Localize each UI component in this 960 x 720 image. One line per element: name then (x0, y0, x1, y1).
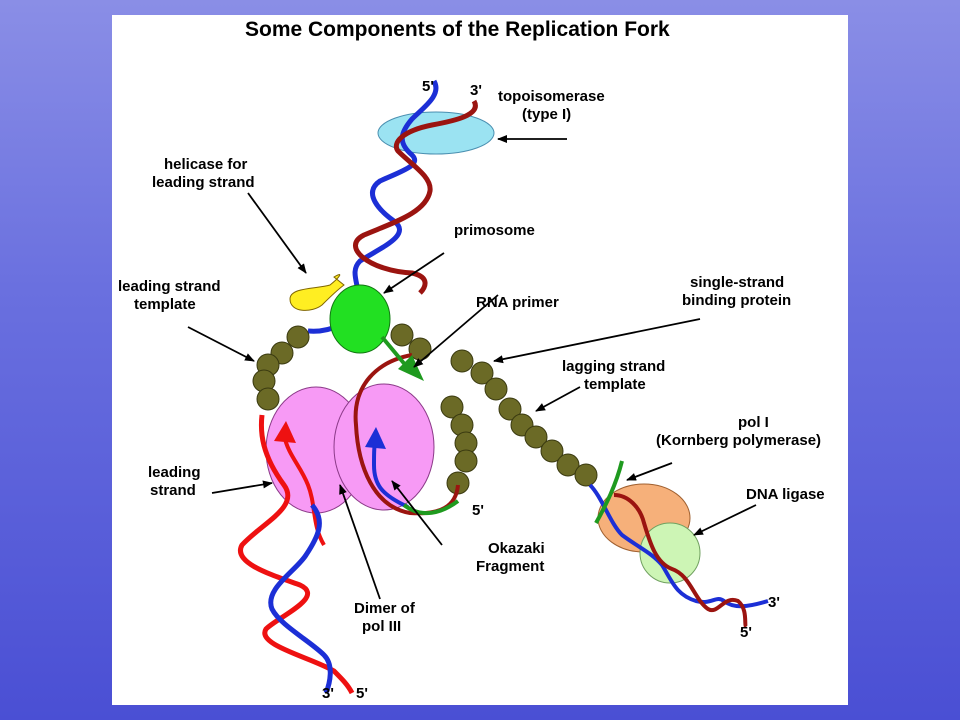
rna-primer-arrowhead (398, 355, 424, 381)
helicase-pointer (247, 192, 307, 274)
right-3-end: 3' (768, 594, 780, 611)
upper-red-strand (353, 99, 478, 295)
top-5-end: 5' (422, 78, 434, 95)
pointer-arrows (187, 135, 757, 600)
okazaki-primer (402, 499, 460, 516)
ssb-beads (390, 323, 598, 495)
pol1-primer-strand (594, 460, 624, 524)
top-3-end: 3' (470, 82, 482, 99)
ligase-label: DNA ligase (746, 486, 825, 503)
okazaki-5-end: 5' (472, 502, 484, 519)
bottom-5-end: 5' (356, 685, 368, 702)
ligase-ellipse (639, 522, 701, 584)
right-5-end: 5' (740, 624, 752, 641)
topoisomerase-label: topoisomerase (type I) (498, 88, 609, 123)
helicase-shape (289, 274, 345, 311)
primosome-label: primosome (454, 222, 535, 239)
replication-fork-diagram: Some Components of the Replication Fork (118, 18, 825, 702)
okazaki-pointer (391, 480, 443, 546)
bottom-3-end: 3' (322, 685, 334, 702)
leading-template-beads (252, 325, 310, 411)
ligase-pointer (693, 504, 757, 536)
right-red-strand (613, 493, 748, 629)
primosome-ellipse (329, 284, 391, 354)
helicase-label: helicase for leading strand (152, 156, 255, 191)
primosome-pointer (383, 252, 445, 294)
pol1-label: pol I (Kornberg polymerase) (656, 414, 821, 449)
lagging-template-label: lagging strand template (562, 358, 670, 393)
rna-primer-pointer (413, 294, 499, 368)
slide: Some Components of the Replication Fork (112, 15, 848, 705)
leading-template-pointer (187, 326, 255, 362)
dimer-label: Dimer of pol III (354, 600, 419, 635)
diagram-title: Some Components of the Replication Fork (245, 18, 670, 41)
leading-strand-label: leading strand (148, 464, 205, 499)
okazaki-arrowhead (365, 427, 386, 449)
leading-arrowhead (274, 421, 296, 443)
lower-blue-strand (268, 503, 333, 694)
ssb-pointer (493, 318, 701, 364)
dimer-pointer (339, 484, 381, 600)
ssb-label: single-strand binding protein (682, 274, 791, 309)
pol1-pointer (626, 462, 673, 481)
leading-template-label: leading strand template (118, 278, 225, 313)
okazaki-label: Okazaki Fragment (476, 540, 549, 575)
lagging-template-pointer (535, 386, 581, 412)
rna-primer-label: RNA primer (476, 294, 559, 311)
leading-strand-pointer (211, 480, 273, 494)
